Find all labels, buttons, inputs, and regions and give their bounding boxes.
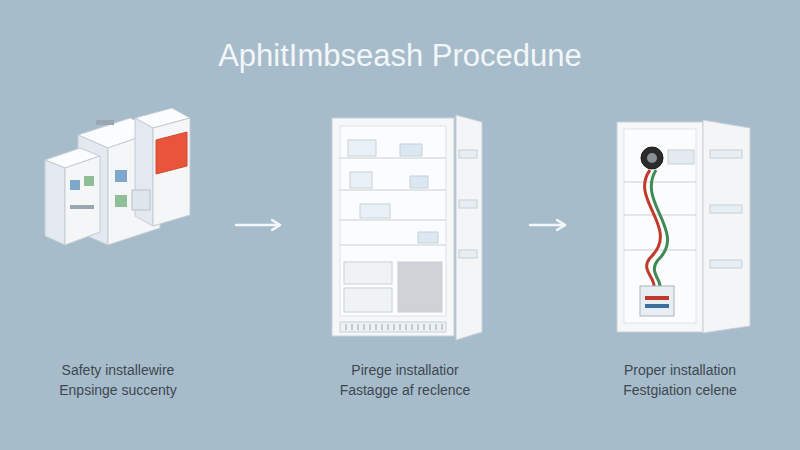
control-dial [641,147,663,169]
box-side [45,160,65,245]
arrow-line [236,224,280,227]
flow-arrow [236,225,280,226]
wired-fridge-illustration [617,120,750,333]
door-shelf [710,260,742,268]
sticker [84,176,94,186]
door-shelf [710,150,742,158]
shelf [340,158,446,159]
window-panel [132,190,150,210]
diagram-title: AphitImbseash Procedune [0,38,800,74]
shelf [624,250,696,251]
shelf [340,245,446,246]
arrow-line [530,224,565,227]
box-stack-illustration [45,108,190,245]
box-front [153,118,190,226]
fridge-interior [624,129,696,323]
fridge-illustration [332,115,482,340]
grill-slots [346,324,442,330]
step-caption: Enpsinge succenty [59,380,177,400]
fridge-body [617,122,703,332]
bin [400,144,422,156]
step-caption: Fastagge af reclence [340,380,471,400]
process-step: Safety installewireEnpsinge succenty [0,110,236,402]
step-caption: Festgiation celene [623,380,737,400]
component-stripe [645,304,669,308]
component-box [640,286,674,316]
drawer [398,262,442,312]
process-step: Pirege installatiorFastagge af reclence [280,110,530,402]
control-panel [668,150,694,164]
sticker [115,195,127,207]
door-shelf [710,205,742,213]
box-front [65,156,100,245]
sticker [115,170,127,182]
bin [348,140,376,156]
fridge-interior [340,126,446,316]
bin [418,232,438,243]
dial-center [647,153,657,163]
door-shelf [459,250,477,258]
vent-grill [340,322,446,332]
sticker [70,180,80,190]
drawer [344,288,392,312]
drawer [344,262,392,284]
sticker [70,205,94,209]
door-shelf [459,200,477,208]
green-wire [651,170,667,288]
fridge-door [703,120,750,333]
step-caption: Safety installewire [62,360,175,380]
flow-arrow [530,225,565,226]
fridge-body [332,118,454,336]
label-strip [96,120,114,125]
component-stripe [645,296,669,300]
bin [360,204,390,218]
shelf [340,190,446,191]
shelf [624,182,696,183]
bin [350,172,372,188]
orange-panel [156,132,187,174]
shelf [340,220,446,221]
door-shelf [459,150,477,158]
bin [410,176,428,188]
step-caption: Pirege installatior [351,360,458,380]
step-caption: Proper installation [624,360,736,380]
process-step: Proper installationFestgiation celene [565,110,795,402]
fridge-door [456,115,482,340]
